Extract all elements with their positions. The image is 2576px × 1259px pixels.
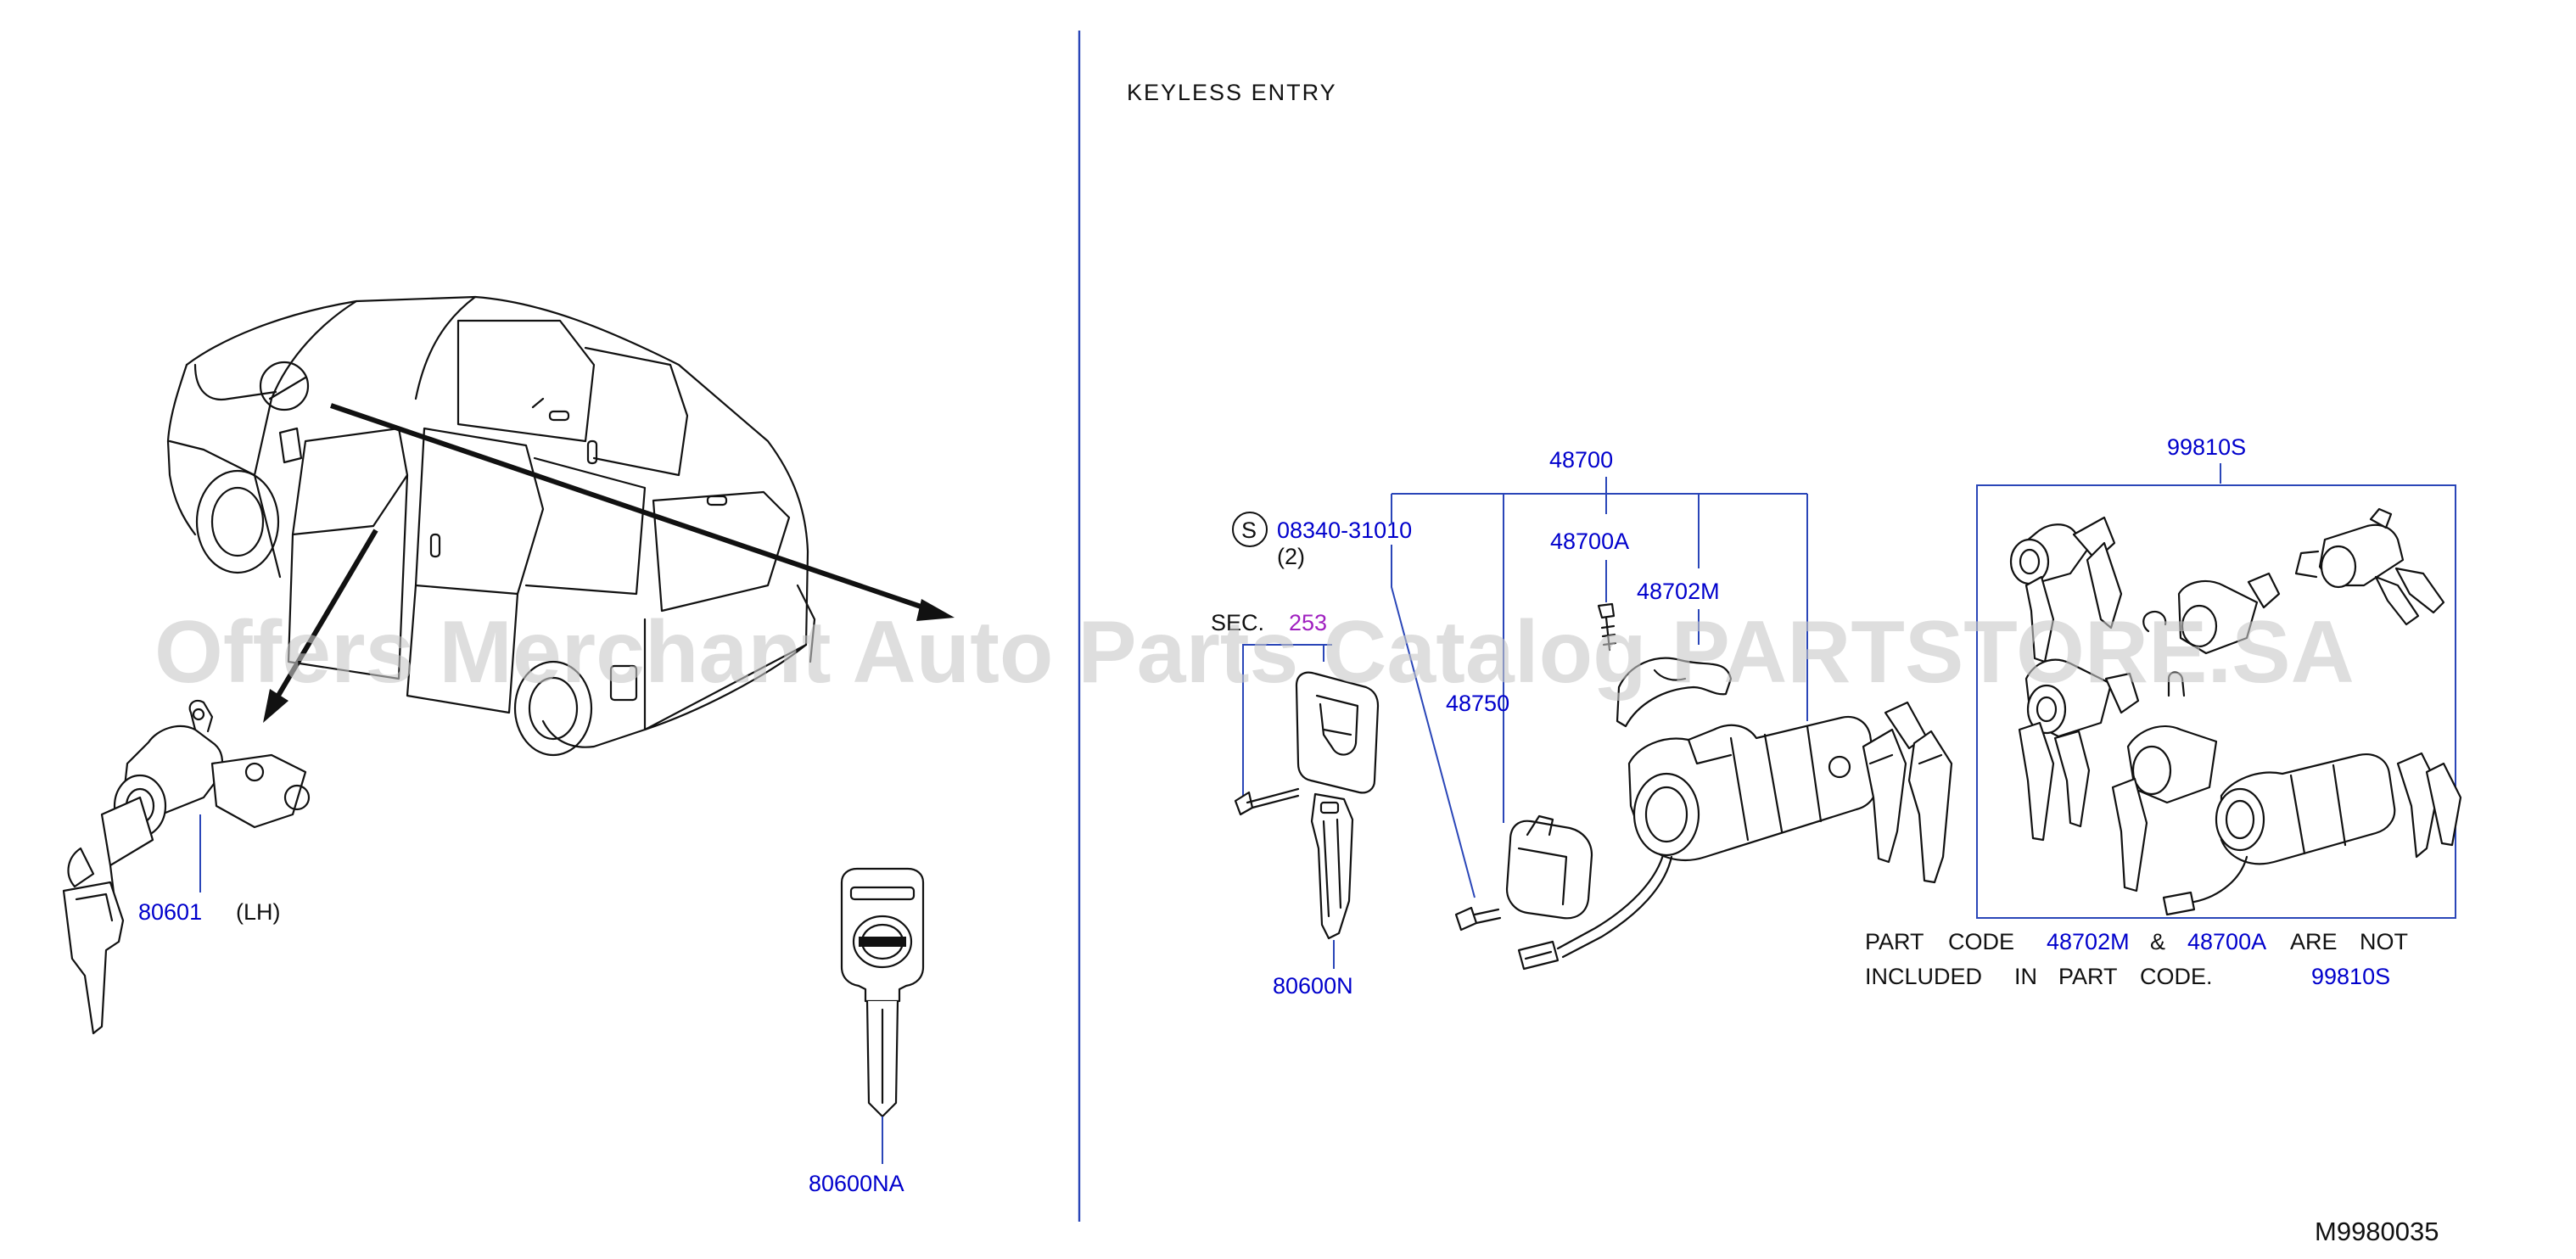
- section-ref-prefix: SEC.: [1211, 610, 1264, 635]
- ignition-switch-drawing: [1454, 602, 1953, 971]
- svg-text:99810S: 99810S: [2311, 964, 2390, 989]
- section-ref-number: 253: [1289, 610, 1327, 635]
- part-label-48702M: 48702M: [1637, 579, 1720, 604]
- callout-bolt: [1391, 545, 1476, 898]
- svg-text:CODE: CODE: [1948, 929, 2014, 954]
- part-label-08340-31010: 08340-31010: [1277, 518, 1412, 543]
- svg-text:PART: PART: [2058, 964, 2118, 989]
- note-text: PART CODE 48702M & 48700A ARE NOT INCLUD…: [1865, 929, 2408, 989]
- callout-48700-bracket: [1391, 477, 1808, 823]
- svg-text:NOT: NOT: [2360, 929, 2408, 954]
- svg-text:48702M: 48702M: [2047, 929, 2130, 954]
- part-label-80600N: 80600N: [1273, 973, 1353, 999]
- part-label-48700: 48700: [1549, 447, 1613, 473]
- door-lock-cylinder-drawing: [62, 699, 311, 1035]
- part-label-99810S: 99810S: [2167, 434, 2246, 460]
- part-label-48750: 48750: [1446, 691, 1509, 716]
- part-side-80601: (LH): [236, 899, 281, 925]
- svg-text:IN: IN: [2014, 964, 2037, 989]
- lock-set-kit-drawing: [2009, 507, 2462, 916]
- svg-text:CODE.: CODE.: [2140, 964, 2213, 989]
- diagram-code: M9980035: [2315, 1217, 2439, 1246]
- svg-text:INCLUDED: INCLUDED: [1865, 964, 1982, 989]
- kit-99810S-frame: [1976, 484, 2456, 919]
- key-blank-drawing: [1234, 671, 1380, 940]
- bolt-symbol-letter: S: [1241, 518, 1257, 543]
- van-illustration: [166, 295, 955, 757]
- callout-sec-253: [1242, 644, 1332, 797]
- part-label-80601: 80601: [138, 899, 202, 925]
- watermark: Offers Merchant Auto Parts Catalog PARTS…: [154, 603, 2355, 702]
- bolt-standard-symbol: [1232, 512, 1268, 547]
- svg-text:48700A: 48700A: [2187, 929, 2266, 954]
- bolt-quantity: (2): [1277, 544, 1305, 569]
- part-label-48700A: 48700A: [1550, 529, 1629, 554]
- svg-text:&: &: [2150, 929, 2165, 954]
- section-title: KEYLESS ENTRY: [1127, 80, 1337, 105]
- svg-text:PART: PART: [1865, 929, 1924, 954]
- svg-text:ARE: ARE: [2290, 929, 2338, 954]
- master-key-drawing: [840, 867, 925, 1118]
- part-label-80600NA: 80600NA: [809, 1171, 904, 1196]
